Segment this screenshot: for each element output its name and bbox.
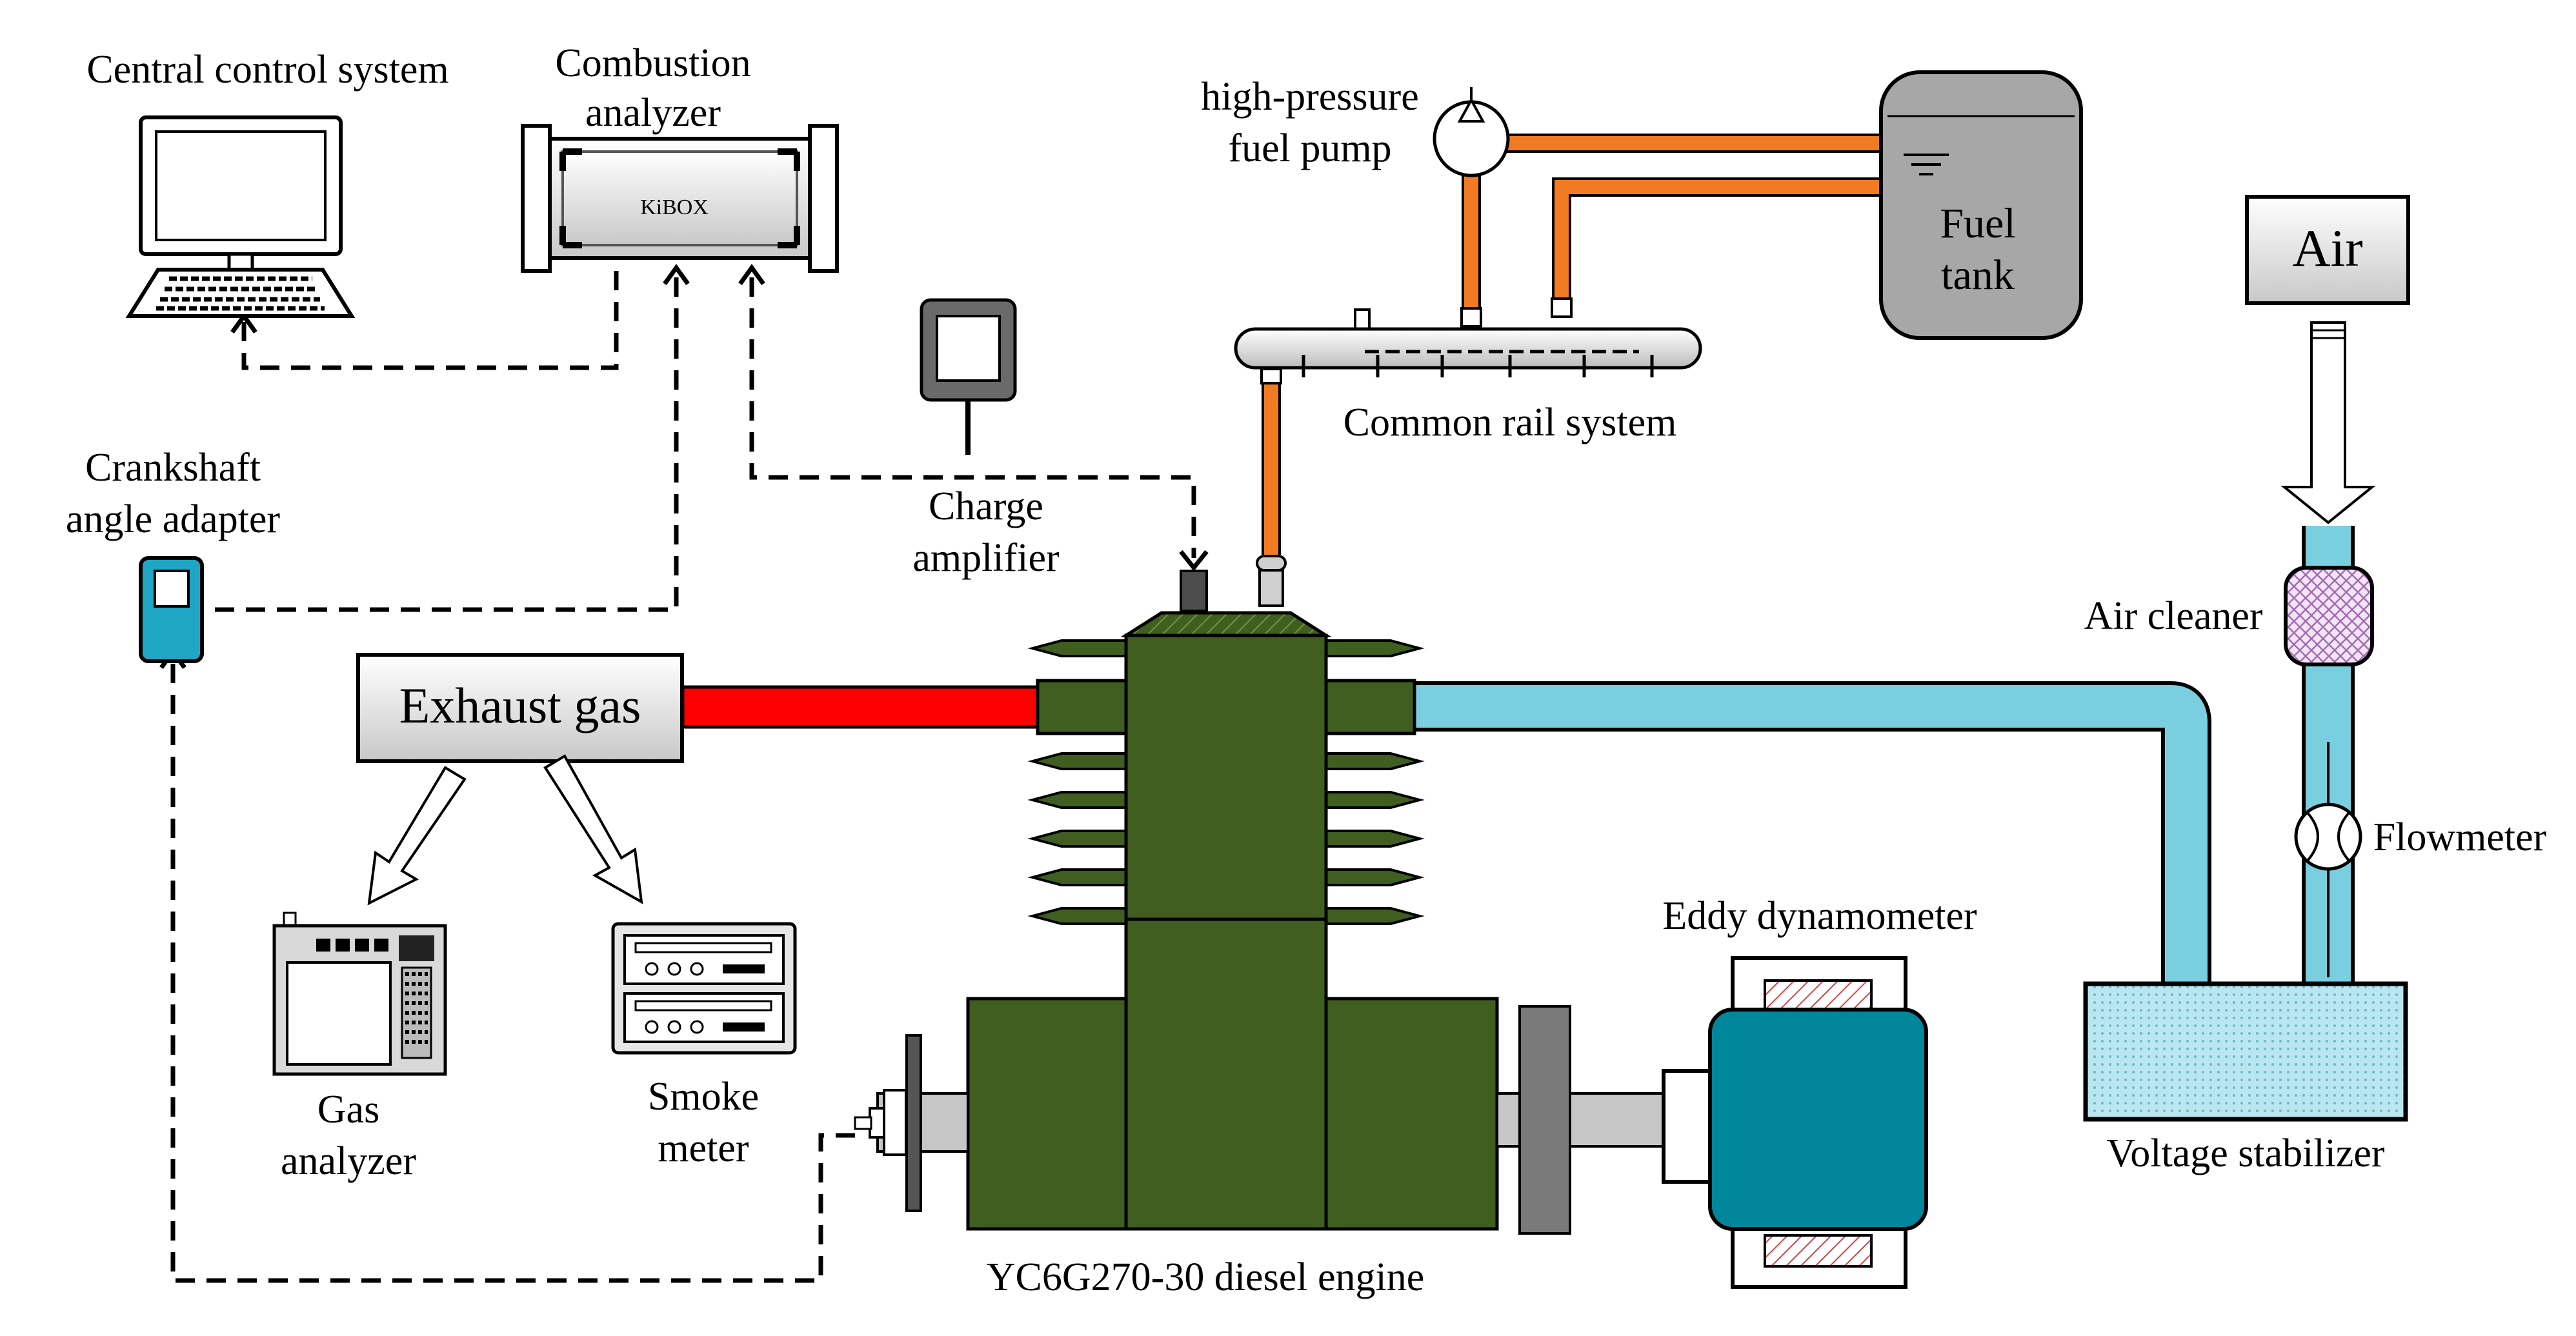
eddy-dynamometer-icon	[1662, 956, 1928, 1289]
gas-analyzer-label-2: analyzer	[281, 1139, 416, 1183]
combustion-label-1: Combustion	[555, 41, 750, 85]
crank-encoder	[854, 1034, 969, 1212]
charge-label-2: amplifier	[912, 536, 1060, 580]
air-cleaner-icon	[2284, 566, 2374, 666]
combustion-label-2: analyzer	[585, 91, 721, 135]
hp-pump-label-1: high-pressure	[1201, 75, 1418, 119]
kibox-device	[521, 124, 839, 273]
exhaust-gas-box	[356, 653, 684, 763]
voltage-stabilizer-icon	[2083, 981, 2408, 1122]
charge-label-1: Charge	[929, 484, 1043, 528]
voltage-stabilizer-label: Voltage stabilizer	[2106, 1132, 2384, 1175]
air-box	[2245, 195, 2410, 305]
flowmeter-icon	[2294, 803, 2362, 871]
air-label: Air	[2292, 219, 2362, 277]
smoke-meter-label-2: meter	[658, 1126, 749, 1170]
fuel-pump-icon	[1433, 87, 1510, 177]
exhaust-gas-label: Exhaust gas	[399, 677, 641, 733]
kibox-label: KiBOX	[640, 195, 709, 219]
gas-analyzer-label-1: Gas	[317, 1088, 379, 1132]
hp-pump-label-2: fuel pump	[1228, 126, 1391, 170]
crank-adapter-icon	[139, 556, 204, 663]
exhaust-pipe	[681, 685, 1043, 729]
charge-amplifier-icon	[920, 298, 1017, 455]
fuel-tank-label-1: Fuel	[1940, 200, 2015, 247]
eddy-dynamometer-label: Eddy dynamometer	[1662, 894, 1977, 938]
fuel-lines	[1262, 134, 1887, 555]
computer-icon	[125, 115, 356, 318]
signal-lines	[159, 264, 1209, 1283]
exhaust-arrows	[367, 754, 643, 906]
drive-shaft	[1496, 1005, 1666, 1235]
crankshaft-label-1: Crankshaft	[85, 446, 261, 490]
smoke-meter-icon	[611, 922, 797, 1055]
common-rail-label: Common rail system	[1343, 401, 1677, 444]
crankshaft-label-2: angle adapter	[66, 497, 281, 541]
flowmeter-label: Flowmeter	[2373, 815, 2547, 859]
common-rail-icon	[1234, 308, 1702, 384]
fuel-tank-icon	[1879, 70, 2083, 340]
air-cleaner-label: Air cleaner	[2084, 594, 2262, 638]
diesel-engine	[966, 555, 1499, 1231]
engine-label: YC6G270-30 diesel engine	[987, 1255, 1424, 1299]
smoke-meter-label-1: Smoke	[648, 1075, 759, 1119]
air-arrow	[2280, 321, 2376, 524]
central-control-label: Central control system	[86, 48, 448, 92]
gas-analyzer-icon	[272, 912, 447, 1076]
fuel-tank-label-2: tank	[1941, 252, 2015, 299]
